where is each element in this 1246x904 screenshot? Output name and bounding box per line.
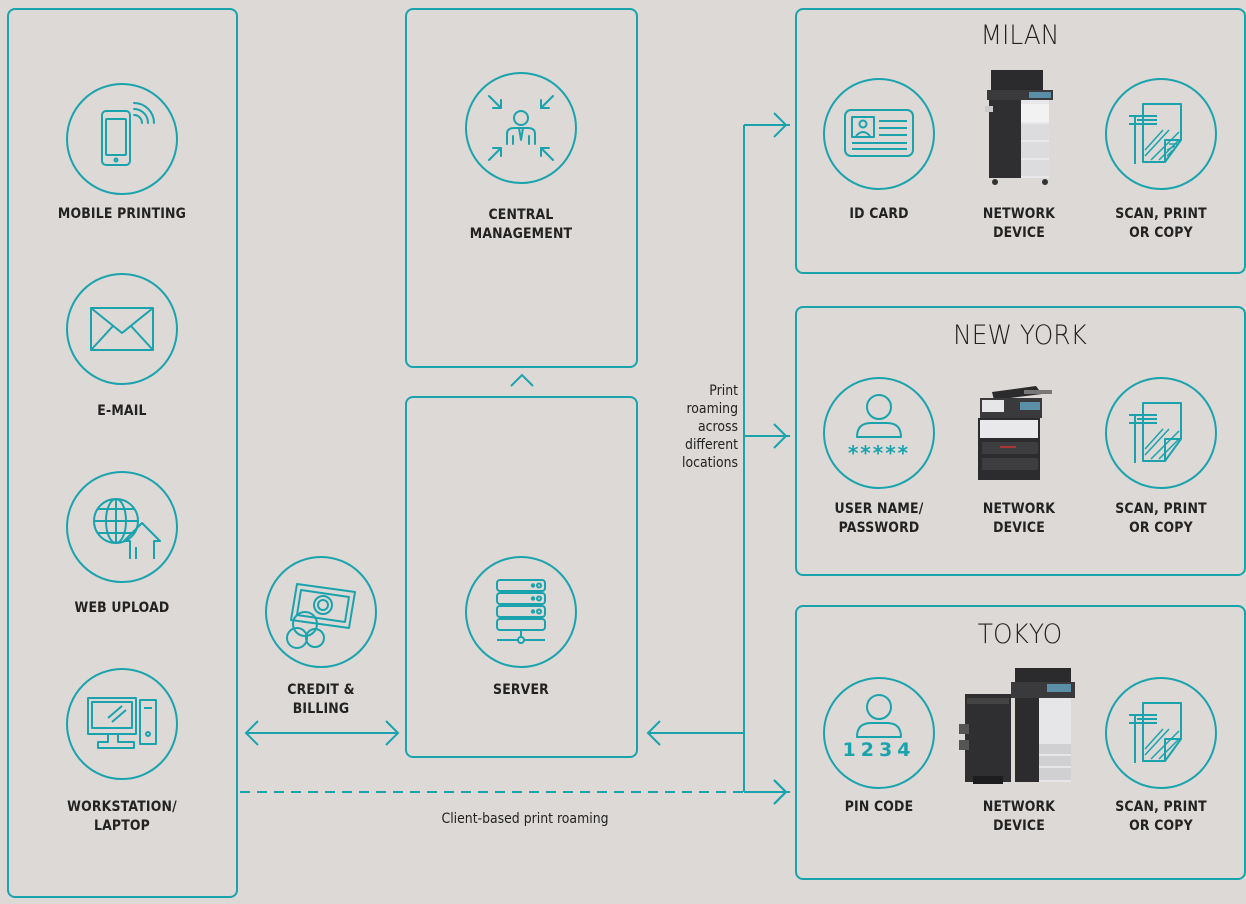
- source-label-email: E-MAIL: [97, 403, 147, 419]
- up-chevron: [510, 373, 534, 387]
- envelope-icon: [66, 273, 178, 385]
- globe-upload-icon: [66, 471, 178, 583]
- pin-glyph: 1234: [842, 739, 916, 761]
- auth-label-milan: ID CARD: [849, 206, 909, 222]
- scan-print-copy-icon: [1105, 78, 1217, 190]
- city-title-new-york: NEW YORK: [953, 320, 1087, 351]
- id-card-icon: [823, 78, 935, 190]
- network-device-icon: [985, 70, 1053, 185]
- user-password-icon: *****: [823, 377, 935, 489]
- computer-icon: [66, 668, 178, 780]
- source-label-web: WEB UPLOAD: [74, 600, 170, 616]
- device-label-tokyo: NETWORK DEVICE: [982, 799, 1056, 834]
- location-panel-tokyo: [795, 605, 1246, 880]
- device-label-new-york: NETWORK DEVICE: [982, 501, 1056, 536]
- mobile-phone-icon: [66, 83, 178, 195]
- device-label-milan: NETWORK DEVICE: [982, 206, 1056, 241]
- central-management-label: CENTRAL MANAGEMENT: [469, 207, 573, 242]
- action-label-milan: SCAN, PRINT OR COPY: [1115, 206, 1207, 241]
- location-panel-new-york: [795, 306, 1246, 576]
- location-panel-milan: [795, 8, 1246, 274]
- server-label: SERVER: [493, 682, 549, 698]
- central-management-panel: [405, 8, 638, 368]
- credit-billing-label: CREDIT & BILLING: [287, 682, 355, 717]
- central-management-icon: [465, 72, 577, 184]
- source-label-workstation: WORKSTATION/ LAPTOP: [67, 799, 177, 834]
- server-panel: [405, 396, 638, 758]
- auth-label-new-york: USER NAME/ PASSWORD: [834, 501, 924, 536]
- auth-label-tokyo: PIN CODE: [844, 799, 914, 815]
- credit-billing-icon: [265, 556, 377, 668]
- server-icon: [465, 556, 577, 668]
- action-label-new-york: SCAN, PRINT OR COPY: [1115, 501, 1207, 536]
- action-label-tokyo: SCAN, PRINT OR COPY: [1115, 799, 1207, 834]
- password-glyph: *****: [847, 441, 911, 465]
- source-label-mobile: MOBILE PRINTING: [57, 206, 187, 222]
- city-title-tokyo: TOKYO: [977, 619, 1063, 650]
- scan-print-copy-icon: [1105, 677, 1217, 789]
- pin-code-icon: 1234: [823, 677, 935, 789]
- city-title-milan: MILAN: [980, 20, 1060, 51]
- client-roaming-label: Client-based print roaming: [441, 811, 609, 827]
- print-roaming-label: Print roaming across different locations: [682, 383, 738, 471]
- network-device-icon: [978, 386, 1052, 480]
- sources-panel: [7, 8, 238, 898]
- network-device-icon: [959, 668, 1075, 784]
- scan-print-copy-icon: [1105, 377, 1217, 489]
